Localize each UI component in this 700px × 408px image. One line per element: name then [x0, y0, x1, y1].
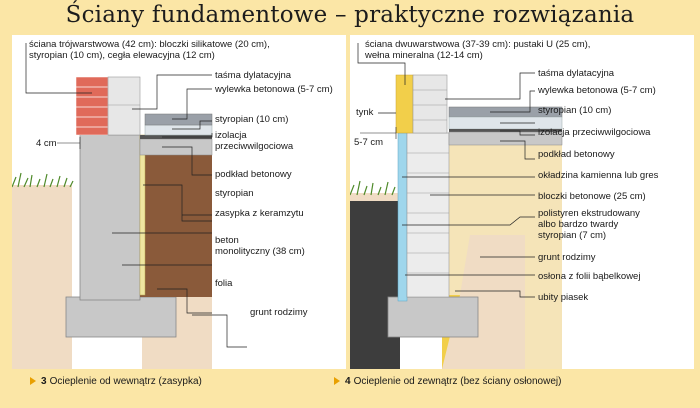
label-monolithic-concrete: beton monolityczny (38 cm): [215, 235, 305, 257]
label-expansion-tape: taśma dylatacyjna: [215, 70, 292, 81]
label-styrofoam-floor: styropian (10 cm): [538, 105, 612, 116]
diagram-panel-inside-insulation: ściana trójwarstwowa (42 cm): bloczki si…: [12, 35, 346, 369]
label-bubble-foil: osłona z folii bąbelkowej: [538, 271, 641, 282]
outside-insulation-drawing: [350, 43, 563, 369]
inside-insulation-drawing: [12, 43, 247, 369]
label-moisture-insulation: izolacja przeciwwilgociowa: [215, 130, 294, 152]
label-styrofoam-floor: styropian (10 cm): [215, 114, 289, 125]
caption-number: 3: [41, 376, 47, 387]
caption-text: Ocieplenie od zewnątrz (bez ściany osłon…: [353, 376, 562, 387]
label-dimension: 5-7 cm: [354, 137, 384, 148]
label-moisture-insulation: izolacja przeciwwilgociowa: [538, 127, 651, 138]
label-concrete-blocks: bloczki betonowe (25 cm): [538, 191, 646, 202]
label-foil: folia: [215, 278, 233, 289]
label-wall-two-layer: ściana dwuwarstwowa (37-39 cm): pustaki …: [365, 39, 591, 61]
label-xps-insulation: polistyren ekstrudowany albo bardzo twar…: [538, 208, 640, 241]
caption-marker-icon: [334, 377, 340, 386]
label-wall-three-layer: ściana trójwarstwowa (42 cm): bloczki si…: [29, 39, 270, 61]
label-concrete-base: podkład betonowy: [538, 149, 615, 160]
label-plaster: tynk: [356, 107, 374, 118]
label-native-soil: grunt rodzimy: [250, 307, 308, 318]
caption-marker-icon: [30, 377, 36, 386]
label-keramzyt-fill: zasypka z keramzytu: [215, 208, 304, 219]
caption-number: 4: [345, 376, 351, 387]
label-styrofoam: styropian: [215, 188, 254, 199]
page-title: Ściany fundamentowe – praktyczne rozwiąz…: [65, 2, 635, 28]
caption-text: Ocieplenie od wewnątrz (zasypka): [49, 376, 202, 387]
label-native-soil: grunt rodzimy: [538, 252, 596, 263]
label-stone-cladding: okładzina kamienna lub gres: [538, 170, 659, 181]
label-dimension: 4 cm: [36, 138, 57, 149]
label-expansion-tape: taśma dylatacyjna: [538, 68, 615, 79]
label-concrete-screed: wylewka betonowa (5-7 cm): [538, 85, 656, 96]
diagram-panel-outside-insulation: ściana dwuwarstwowa (37-39 cm): pustaki …: [350, 35, 694, 369]
label-compacted-sand: ubity piasek: [538, 292, 589, 303]
label-concrete-screed: wylewka betonowa (5-7 cm): [215, 84, 333, 95]
label-concrete-base: podkład betonowy: [215, 169, 292, 180]
